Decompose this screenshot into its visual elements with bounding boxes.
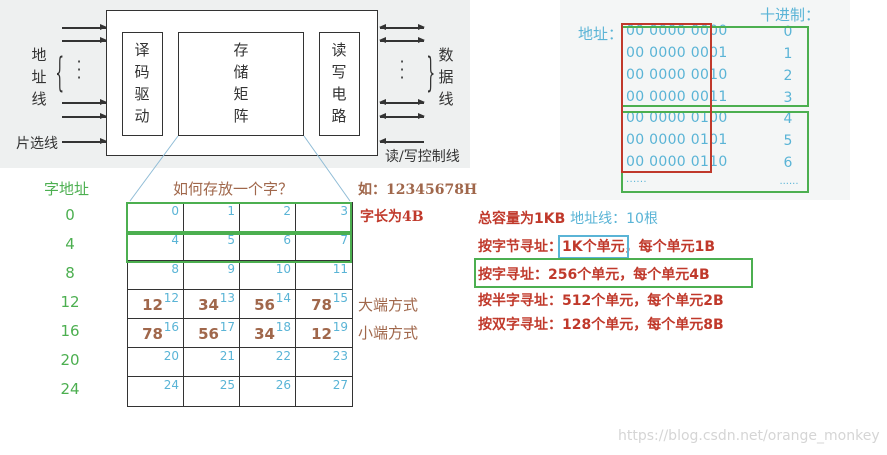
byte-units-highlight: 1K个单元 [558,235,629,259]
data-arrow-icon [379,24,425,30]
decimal-label: 十进制： [760,6,821,24]
memory-cell: 9 [184,261,240,289]
memory-row: 4 5 6 7 [128,232,352,261]
word-0-highlight [126,202,352,233]
memory-row: 20 21 22 23 [128,348,352,377]
memory-row: 24 25 26 27 [128,377,352,406]
capacity-info: 总容量为1KB 地址线：10根 [478,211,658,227]
watermark: https://blog.csdn.net/orange_monkey [618,428,880,444]
memory-cell: 21 [184,348,240,376]
memory-cell: 0 [128,203,184,231]
memory-cell: 3 [340,204,348,218]
memory-cell: 23 [332,349,348,363]
address-table-background [560,0,850,200]
word-length-label: 字长为4B [360,209,424,225]
data-arrow-icon [379,37,425,43]
memory-cell: 26 [240,377,296,406]
ellipsis-vertical-icon: ··· [76,52,82,87]
word-addressing-info: 按字寻址：256个单元，每个单元4B [478,267,710,283]
ellipsis-vertical-icon: ··· [399,52,405,87]
storage-question: 如何存放一个字？ [173,180,294,198]
data-arrow-icon [379,99,425,105]
address-arrow-icon [62,99,107,105]
memory-cell: 5 [184,232,240,260]
word-addressing-highlight [474,258,753,288]
storage-matrix-label: 存 储 矩 阵 [233,41,249,125]
address-brace-icon: { [55,50,65,96]
halfword-addressing-info: 按半字寻址：512个单元，每个单元2B [478,293,724,309]
memory-cell: 2 [240,203,296,231]
memory-cell: 4 [128,232,184,260]
memory-cell: 11 [332,262,348,276]
memory-cell: 24 [128,377,184,406]
little-endian-label: 小端方式 [358,324,419,342]
address-arrow-icon [62,24,107,30]
word-address-header: 字地址 [44,180,90,198]
doubleword-addressing-info: 按双字寻址：128个单元，每个单元8B [478,317,724,333]
word-4-highlight [126,233,352,263]
data-arrow-icon [379,113,425,119]
storage-matrix-box: 存 储 矩 阵 [178,32,304,136]
memory-row: 8 9 10 11 [128,261,352,290]
data-brace-icon: } [426,50,436,96]
memory-cell: 27 [332,378,348,392]
byte-addressing-info: 按字节寻址：1K个单元，每个单元1B [478,235,716,259]
memory-cell: 7 [340,233,348,247]
rw-circuit-box: 读 写 电 路 [319,32,360,136]
address-lines-label: 地 址 线 [31,46,47,108]
example-value: 如：12345678H [358,182,478,198]
word-address-bits-highlight [621,23,712,173]
memory-cell: 8 [128,261,184,289]
rw-control-arrow-icon [379,138,424,144]
memory-cell: 22 [240,348,296,376]
decoder-box: 译 码 驱 动 [122,32,163,136]
rw-circuit-label: 读 写 电 路 [331,41,347,125]
big-endian-label: 大端方式 [358,296,419,314]
decoder-label: 译 码 驱 动 [134,41,150,125]
memory-cell: 1 [184,203,240,231]
memory-cell: 10 [240,261,296,289]
memory-cell: 20 [128,348,184,376]
memory-cell: 25 [184,377,240,406]
chip-select-label: 片选线 [16,136,58,152]
address-arrow-icon [62,113,107,119]
address-label: 地址： [578,25,624,43]
address-arrow-icon [62,37,107,43]
memory-cell: 6 [240,232,296,260]
data-lines-label: 数 据 线 [438,46,454,108]
chip-select-arrow-icon [62,138,107,144]
rw-control-label: 读/写控制线 [385,149,460,165]
